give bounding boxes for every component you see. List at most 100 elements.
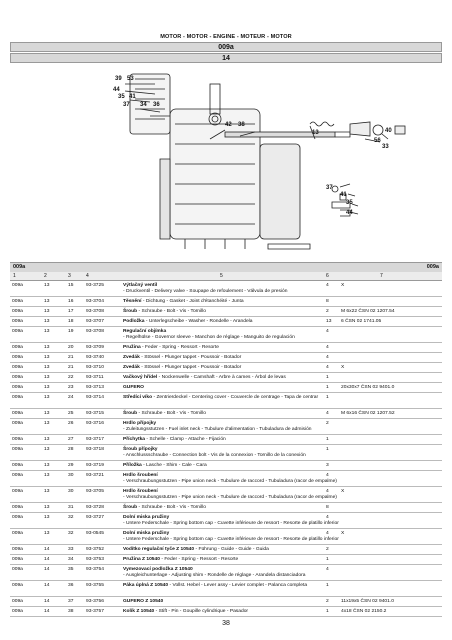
column-header-row: 1 2 3 4 5 6 7 <box>10 272 442 281</box>
group-code-band: 009a <box>10 42 442 52</box>
cell-position: 34 <box>68 557 74 562</box>
cell-part-number: 93-0545 <box>86 531 104 536</box>
col-4: 4 <box>86 273 89 279</box>
cell-group: 009a <box>12 421 23 426</box>
part-translations: - Zuleitungsstutzen - Fuel inlet neck - … <box>123 427 312 432</box>
cell-description: Podložka - Unterlegscheibe - Washer - Ro… <box>123 319 321 325</box>
cell-group: 009a <box>12 329 23 334</box>
callout-37b: 37 <box>326 185 333 191</box>
callout-42: 42 <box>225 122 232 128</box>
cell-quantity: 1 <box>326 385 329 390</box>
cell-quantity: 4 <box>326 365 329 370</box>
part-translations: - Stössel - Plunger tappet - Poussoir - … <box>139 355 242 360</box>
cell-description: Šroub - Schraube - Bolt - Vis - Tornillo <box>123 411 321 417</box>
cell-group: 009a <box>12 583 23 588</box>
part-translations: - Stössel - Plunger tappet - Poussoir - … <box>139 365 242 370</box>
part-name: Vačkový hřídel <box>123 375 158 380</box>
cell-part-number: 93-3704 <box>86 299 104 304</box>
cell-part-number: 93-3717 <box>86 437 104 442</box>
callout-41: 41 <box>129 94 136 100</box>
cell-part-number: 93-3705 <box>86 489 104 494</box>
part-name: Šroub <box>123 309 138 314</box>
cell-position: 35 <box>68 567 74 572</box>
callout-13: 13 <box>312 130 319 136</box>
cell-position: 29 <box>68 463 74 468</box>
callout-41b: 41 <box>340 192 347 198</box>
cell-group: 009a <box>12 365 23 370</box>
cell-figure: 13 <box>44 319 50 324</box>
cell-figure: 14 <box>44 567 50 572</box>
cell-part-number: 93-3714 <box>86 395 104 400</box>
cell-position: 19 <box>68 329 74 334</box>
callout-40: 40 <box>385 128 392 134</box>
cell-part-number: 93-3756 <box>86 599 104 604</box>
cell-part-number: 93-3711 <box>86 375 104 380</box>
cell-description: Dolní miska pružiny - Untere Federschale… <box>123 515 339 527</box>
cell-quantity: 1 <box>326 437 329 442</box>
part-name: Hrdlo šroubení <box>123 489 158 494</box>
cell-position: 25 <box>68 411 74 416</box>
cell-figure: 13 <box>44 355 50 360</box>
cell-description: Regulační objímka - Regelhülse - Governo… <box>123 329 321 341</box>
part-name: Zvedák <box>123 365 140 370</box>
cell-group: 009a <box>12 437 23 442</box>
part-name: Dolní miska pružiny <box>123 531 170 536</box>
cell-position: 38 <box>68 609 74 614</box>
part-translations: - Feder - Spring - Ressort - Resorte <box>140 345 219 350</box>
cell-part-number: 93-3757 <box>86 609 104 614</box>
cell-group: 009a <box>12 447 23 452</box>
cell-figure: 13 <box>44 375 50 380</box>
part-name: Těsnění <box>123 299 142 304</box>
part-name: GUFERO Z 10540 <box>123 599 164 604</box>
cell-description: Vymezovací podložka Z 10540 - Ausgleichu… <box>123 567 321 579</box>
cell-position: 32 <box>68 515 74 520</box>
cell-group: 009a <box>12 473 23 478</box>
callout-labels: 39 53 44 35 41 37 34 36 42 38 13 40 56 3… <box>113 76 392 216</box>
part-translations: - Schraube - Bolt - Vis - Tornillo <box>137 411 206 416</box>
cell-position: 24 <box>68 395 74 400</box>
cell-quantity: 4 <box>326 515 329 520</box>
cell-position: 30 <box>68 473 74 478</box>
cell-group: 009a <box>12 319 23 324</box>
parts-drawing: 39 53 44 35 41 37 34 36 42 38 13 40 56 3… <box>113 73 406 250</box>
cell-position: 27 <box>68 437 74 442</box>
cell-figure: 13 <box>44 395 50 400</box>
callout-53: 53 <box>127 76 134 82</box>
cell-position: 28 <box>68 447 74 452</box>
cell-note: X <box>341 531 345 536</box>
part-name: Výtlačný ventil <box>123 283 158 288</box>
cell-quantity: 2 <box>326 421 329 426</box>
cell-figure: 13 <box>44 515 50 520</box>
section-row: 009a 009a <box>10 262 442 272</box>
cell-group: 009a <box>12 283 23 288</box>
cell-figure: 13 <box>44 489 50 494</box>
cell-quantity: 1 <box>326 375 329 380</box>
callout-44b: 44 <box>346 210 353 216</box>
cell-position: 22 <box>68 375 74 380</box>
callout-36: 36 <box>153 102 160 108</box>
cell-position: 33 <box>68 547 74 552</box>
cell-quantity: 4 <box>326 567 329 572</box>
part-name: Páka úplná Z 10540 <box>123 583 169 588</box>
cell-figure: 13 <box>44 447 50 452</box>
cell-position: 32 <box>68 531 74 536</box>
cell-quantity: 8 <box>326 299 329 304</box>
callout-35b: 35 <box>346 200 353 206</box>
cell-figure: 13 <box>44 437 50 442</box>
